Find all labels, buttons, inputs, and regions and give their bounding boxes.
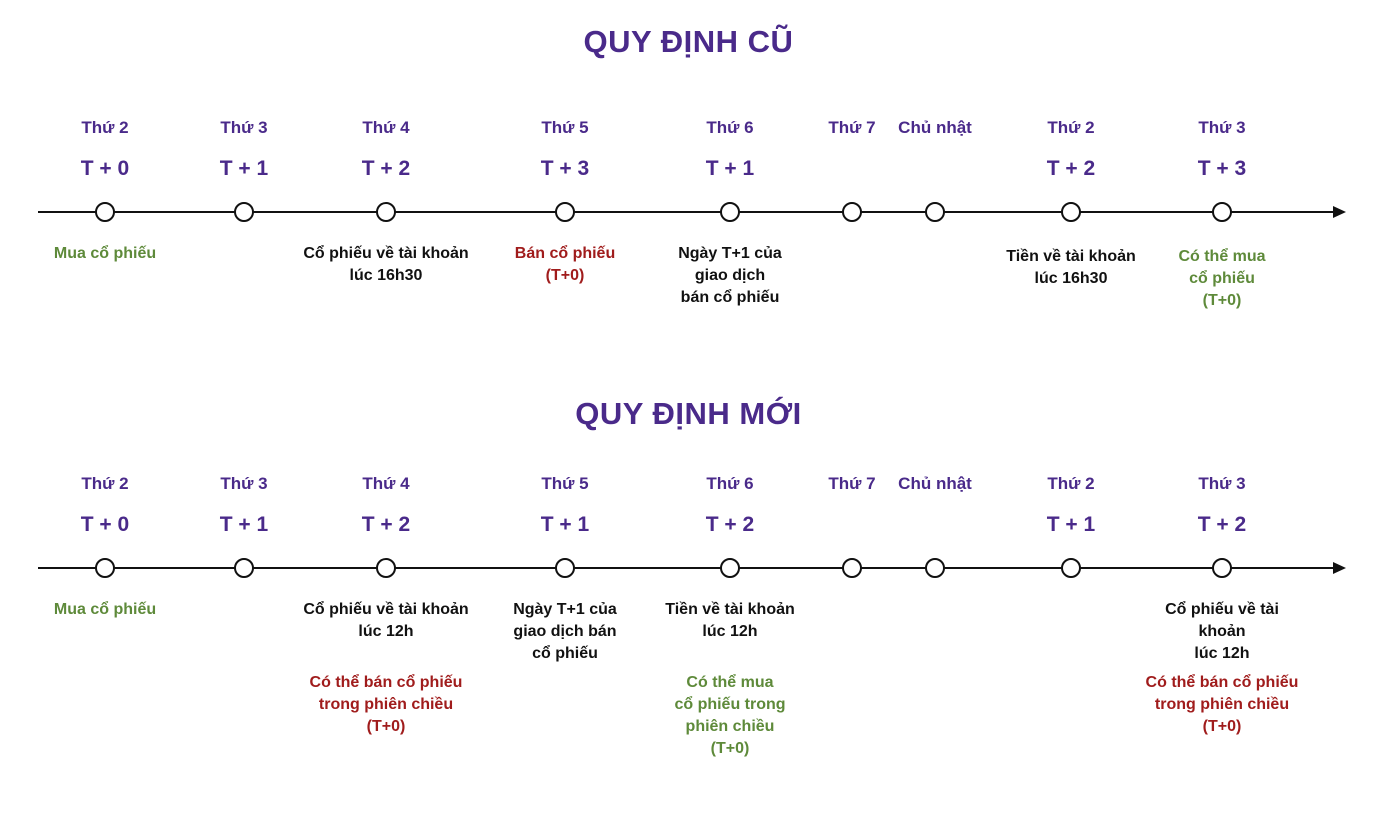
timeline-node [1061, 558, 1081, 578]
settlement-label: T + 1 [540, 513, 590, 536]
settlement-label: T + 1 [219, 513, 269, 536]
timeline-node [842, 202, 862, 222]
timeline-node [842, 558, 862, 578]
day-label: Thứ 4 [362, 118, 410, 137]
event-note: Cổ phiếu về tài khoản lúc 12h [1165, 601, 1279, 662]
timeline-node [234, 202, 254, 222]
timeline-node [1212, 558, 1232, 578]
day-label: Thứ 3 [1198, 118, 1246, 137]
settlement-label: T + 0 [80, 157, 130, 180]
day-label: Thứ 7 [828, 474, 876, 493]
day-label: Thứ 2 [1047, 474, 1095, 493]
settlement-label: T + 2 [705, 513, 755, 536]
event-note: Ngày T+1 của giao dịch bán cổ phiếu [678, 245, 782, 306]
event-note: Tiền về tài khoản lúc 12h [665, 601, 795, 640]
timeline-node [555, 558, 575, 578]
timeline-axis [38, 211, 1334, 213]
day-label: Chủ nhật [898, 474, 972, 493]
timeline-node [1061, 202, 1081, 222]
day-label: Thứ 2 [1047, 118, 1095, 137]
day-label: Thứ 2 [81, 474, 129, 493]
event-note: Cổ phiếu về tài khoản lúc 12h [303, 601, 469, 640]
day-label: Thứ 2 [81, 118, 129, 137]
timeline-node [720, 558, 740, 578]
event-note: Cổ phiếu về tài khoản lúc 16h30 [303, 245, 469, 284]
old-rule-title: QUY ĐỊNH CŨ [583, 24, 794, 59]
day-label: Thứ 3 [220, 118, 268, 137]
settlement-label: T + 2 [1046, 157, 1096, 180]
timeline-node [720, 202, 740, 222]
settlement-label: T + 2 [361, 513, 411, 536]
settlement-label: T + 2 [1197, 513, 1247, 536]
timeline-node [234, 558, 254, 578]
timeline-node [555, 202, 575, 222]
day-label: Thứ 7 [828, 118, 876, 137]
event-note: Mua cổ phiếu [53, 601, 157, 618]
timeline-node [376, 202, 396, 222]
settlement-label: T + 3 [1197, 157, 1247, 180]
day-label: Thứ 4 [362, 474, 410, 493]
event-note: Bán cổ phiếu (T+0) [514, 245, 616, 284]
timeline-node [95, 558, 115, 578]
day-label: Thứ 3 [1198, 474, 1246, 493]
event-note: Mua cổ phiếu [53, 245, 157, 262]
day-label: Thứ 5 [541, 118, 589, 137]
settlement-label: T + 1 [1046, 513, 1096, 536]
settlement-label: T + 1 [705, 157, 755, 180]
timeline-node [376, 558, 396, 578]
day-label: Thứ 3 [220, 474, 268, 493]
event-note: Có thể mua cổ phiếu (T+0) [1178, 248, 1266, 309]
new-rule-timeline: Thứ 2 T + 0 Mua cổ phiếu Thứ 3 T + 1 Thứ 4 T +… [0, 466, 1377, 826]
arrowhead-icon [1333, 206, 1346, 218]
event-note: Tiền về tài khoản lúc 16h30 [1006, 248, 1136, 287]
settlement-label: T + 3 [540, 157, 590, 180]
timeline-node [925, 202, 945, 222]
new-rule-title: QUY ĐỊNH MỚI [575, 396, 802, 431]
event-note: Ngày T+1 của giao dịch bán cổ phiếu [513, 601, 617, 662]
event-note-secondary: Có thể bán cổ phiếu trong phiên chiều (T… [309, 674, 463, 735]
event-note-secondary: Có thể mua cổ phiếu trong phiên chiều (T… [674, 674, 786, 757]
old-rule-timeline: Thứ 2 T + 0 Mua cổ phiếu Thứ 3 T + 1 Thứ 4 T +… [0, 110, 1377, 470]
timeline-axis [38, 567, 1334, 569]
settlement-label: T + 0 [80, 513, 130, 536]
day-label: Thứ 6 [706, 118, 754, 137]
timeline-node [1212, 202, 1232, 222]
day-label: Chủ nhật [898, 118, 972, 137]
timeline-node [95, 202, 115, 222]
day-label: Thứ 6 [706, 474, 754, 493]
day-label: Thứ 5 [541, 474, 589, 493]
timeline-node [925, 558, 945, 578]
settlement-label: T + 1 [219, 157, 269, 180]
settlement-label: T + 2 [361, 157, 411, 180]
arrowhead-icon [1333, 562, 1346, 574]
event-note-secondary: Có thể bán cổ phiếu trong phiên chiều (T… [1145, 674, 1299, 735]
